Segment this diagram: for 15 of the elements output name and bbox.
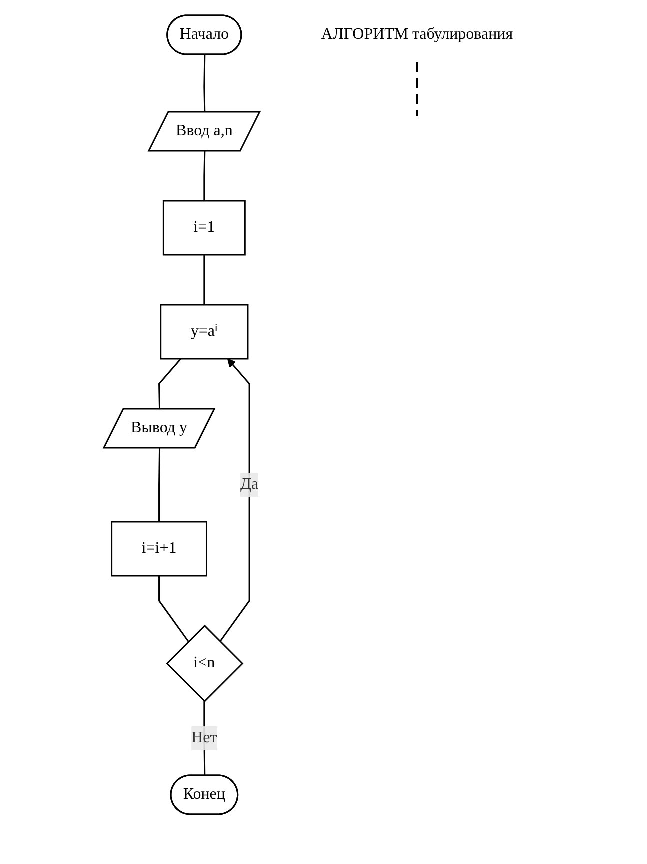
connector bbox=[204, 255, 206, 305]
node-text: АЛГОРИТМ табулирования bbox=[321, 26, 514, 43]
node-diamond: i<n bbox=[166, 624, 244, 703]
arrow bbox=[220, 358, 250, 642]
connector bbox=[158, 576, 190, 642]
connector bbox=[158, 448, 160, 522]
node-box: i=i+1 bbox=[111, 521, 208, 577]
connector bbox=[158, 358, 182, 410]
node-box: y=aⁱ bbox=[160, 304, 249, 360]
connector bbox=[416, 62, 418, 116]
connector bbox=[204, 54, 206, 113]
connector bbox=[204, 151, 206, 201]
edge-label: Да bbox=[240, 476, 259, 493]
node-box: i=1 bbox=[162, 200, 246, 256]
edge-label: Нет bbox=[192, 729, 218, 746]
